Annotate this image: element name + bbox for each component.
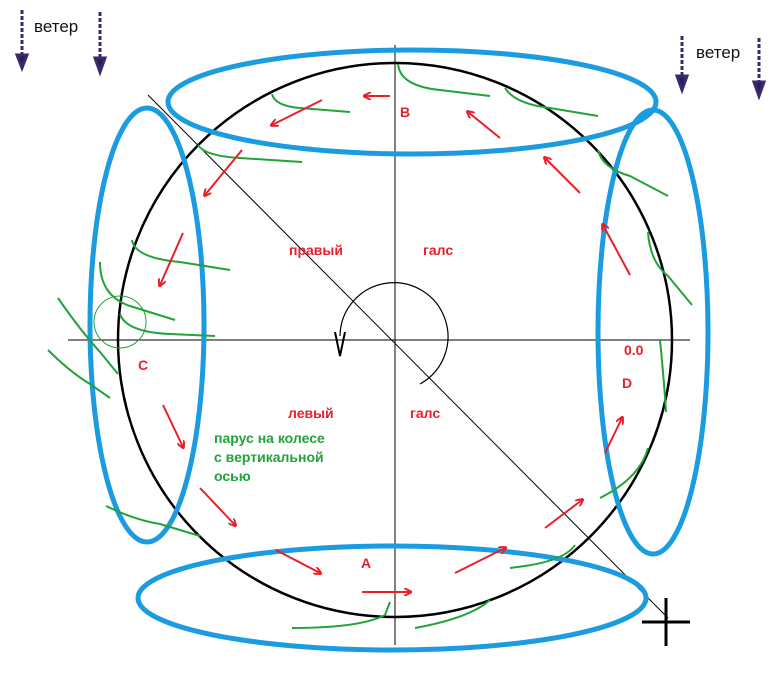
sail-positions: [87, 47, 711, 653]
motion-arrows: [160, 96, 631, 592]
point-d-label: D: [622, 375, 632, 391]
caption-line-1: парус на колесе: [214, 430, 325, 446]
point-b-label: B: [400, 104, 410, 120]
ellipse-right: [595, 107, 711, 557]
crosshair-icon: [642, 598, 690, 646]
point-c-label: C: [138, 357, 148, 373]
ellipse-top: [165, 47, 659, 157]
rotation-arrow-icon: [334, 331, 346, 357]
rotation-arc: [339, 282, 449, 385]
wind-label-left: ветер: [34, 17, 78, 36]
zero-label: 0.0: [624, 342, 644, 358]
wind-label-right: ветер: [696, 43, 740, 62]
sails: [47, 63, 693, 629]
highlight-circle: [93, 295, 147, 349]
right-tack-label-2: галс: [423, 242, 453, 258]
left-tack-label-2: галс: [410, 405, 440, 421]
ellipse-bottom: [135, 543, 649, 653]
point-a-label: A: [361, 555, 371, 571]
wheel-circle: [116, 61, 674, 619]
left-tack-label-1: левый: [288, 405, 334, 421]
wind-arrow-icon: [14, 10, 767, 101]
caption-line-2: с вертикальной: [214, 449, 324, 465]
caption-line-3: осью: [214, 468, 251, 484]
ellipse-left: [87, 105, 207, 545]
right-tack-label-1: правый: [289, 242, 343, 258]
